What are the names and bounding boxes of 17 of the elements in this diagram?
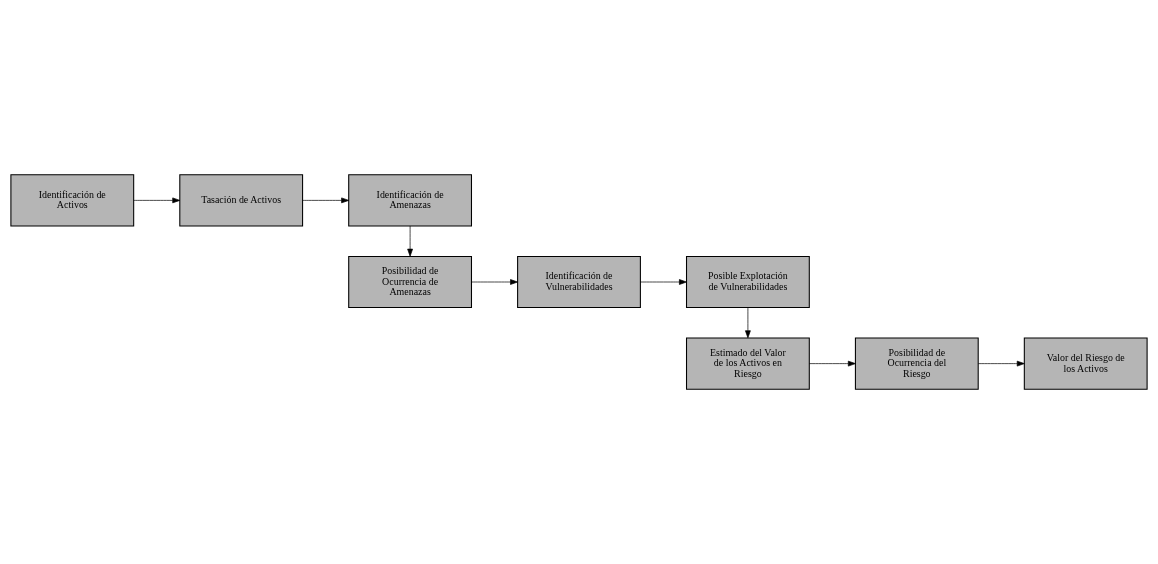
arrow	[133, 197, 181, 204]
arrow	[745, 307, 751, 339]
node-box: Identificación de Activos	[10, 174, 135, 227]
node-box: Posible Explotación de Vulnerabilidades	[686, 255, 810, 309]
node-box: Identificación de Amenazas	[348, 174, 472, 227]
node-box: Valor del Riesgo de los Activos	[1023, 337, 1148, 390]
arrow	[407, 225, 413, 257]
arrow	[809, 360, 856, 367]
arrow	[471, 279, 518, 285]
node-box: Tasación de Activos	[179, 174, 304, 227]
node-box: Posibilidad de Ocurrencia de Amenazas	[348, 255, 472, 309]
arrow	[302, 197, 350, 204]
node-box: Estimado del Valor de los Activos en Riesgo	[686, 337, 810, 390]
node-box: Identificación de Vulnerabilidades	[517, 255, 641, 309]
node-box: Posibilidad de Ocurrencia del Riesgo	[854, 337, 979, 390]
arrow	[640, 279, 687, 285]
arrow	[977, 360, 1025, 367]
